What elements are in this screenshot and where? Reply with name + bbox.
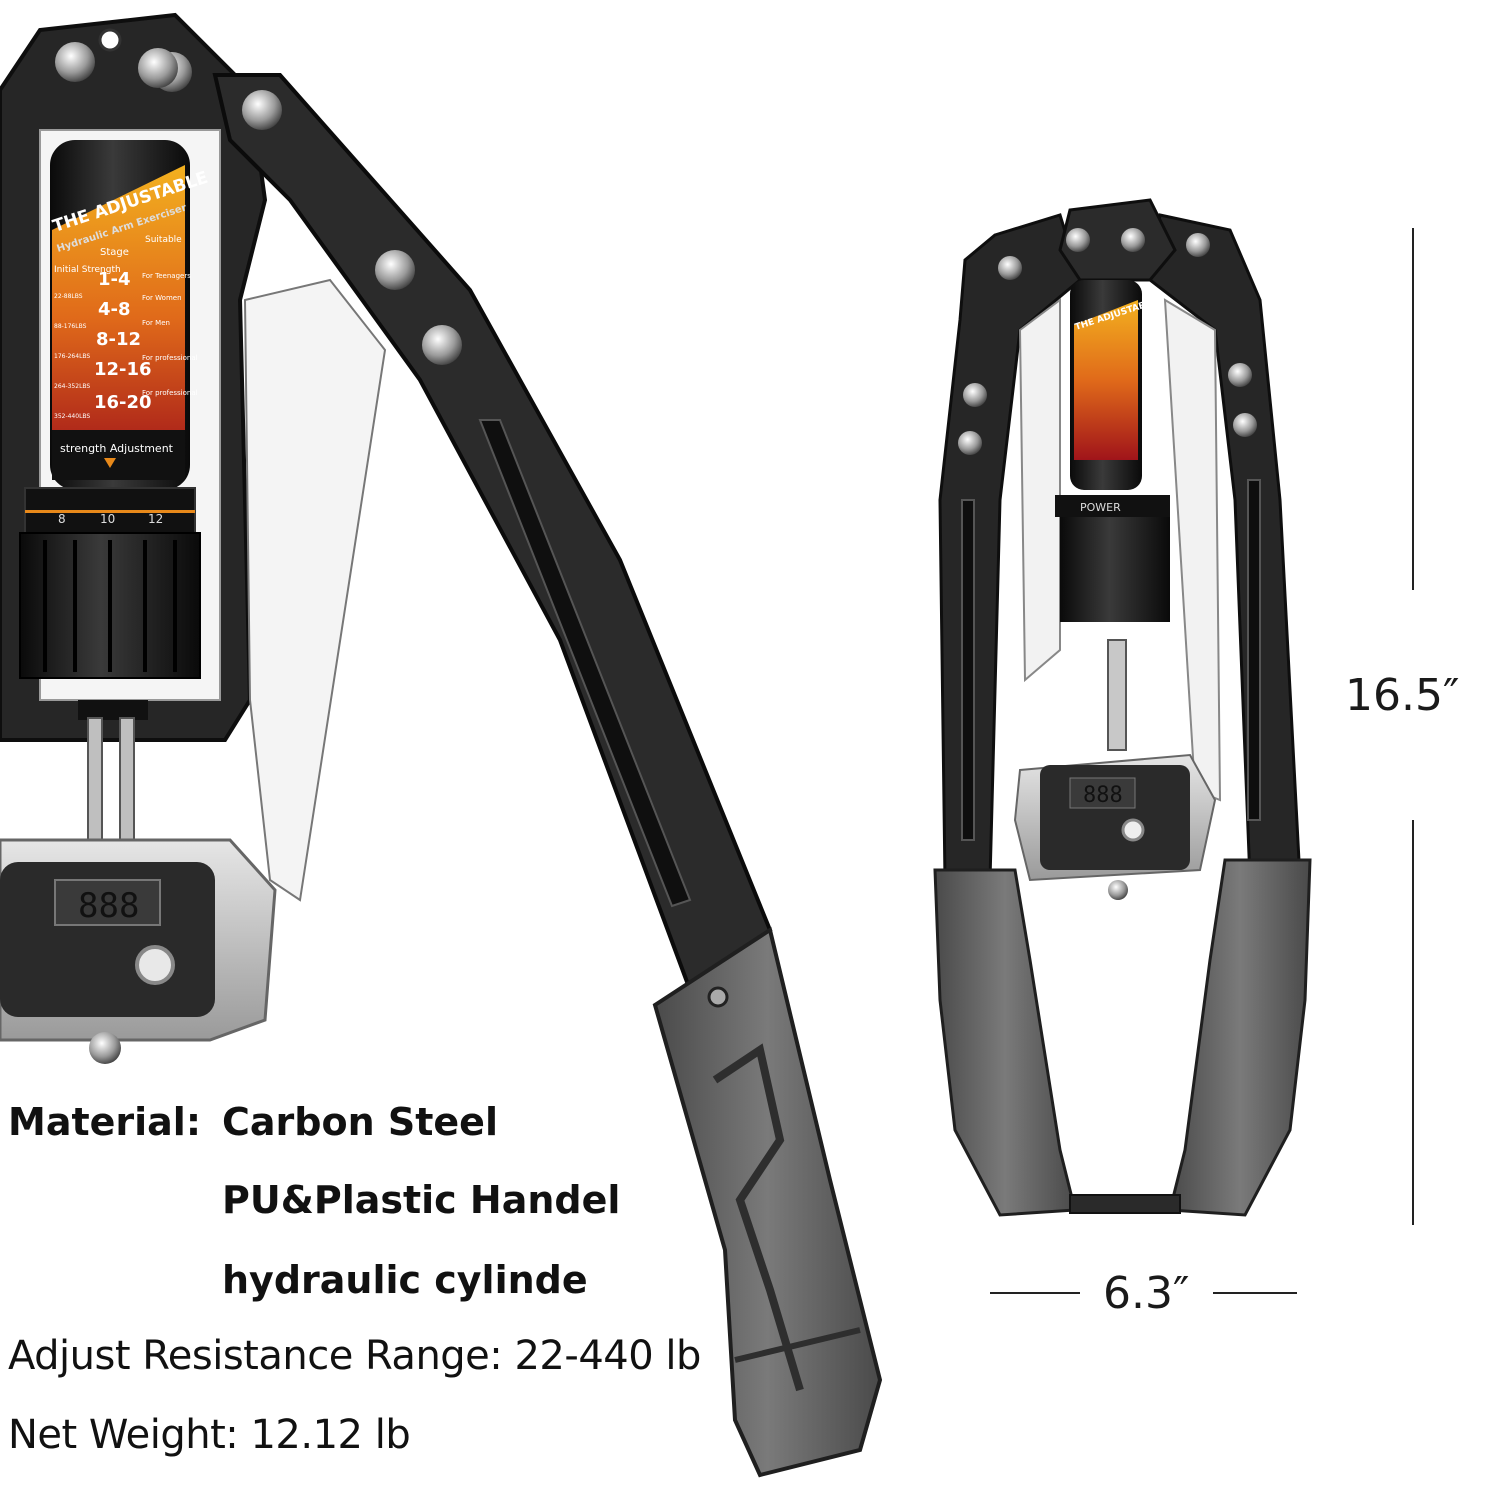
dial-tick-12: 12	[148, 512, 163, 526]
small-slot-right	[1247, 479, 1261, 821]
small-grip-left	[933, 868, 1077, 1217]
net-weight-text: Net Weight: 12.12 lb	[8, 1412, 411, 1458]
small-display-readout: 888	[1083, 783, 1123, 808]
small-digital-display: 888	[1013, 753, 1217, 900]
small-exerciser-image: THE ADJUSTABLE POWER 888	[933, 198, 1312, 1217]
small-label	[1074, 300, 1138, 460]
label-suitable-1: For Teenagers	[142, 272, 191, 280]
small-grip-right	[1168, 858, 1312, 1217]
label-stage-3: 8-12	[96, 329, 141, 350]
grip-screw	[707, 986, 729, 1008]
large-exerciser-image: THE ADJUSTABLE Hydraulic Arm Exerciser S…	[0, 12, 883, 1478]
small-frame-bolts	[958, 228, 1257, 455]
material-cylinder: hydraulic cylinde	[222, 1258, 588, 1302]
cylinder-base	[78, 700, 148, 720]
width-dimension-label: 6.3″	[1103, 1268, 1190, 1319]
display-knob	[89, 1032, 121, 1064]
label-stage-4: 12-16	[94, 359, 152, 380]
small-top-bridge	[1058, 198, 1177, 282]
label-strength-3: 176-264LBS	[54, 353, 90, 360]
label-strength-1: 22-88LBS	[54, 293, 83, 300]
label-col-strength: Initial Strength	[54, 265, 121, 275]
arm-slot	[478, 419, 692, 908]
label-stage-2: 4-8	[98, 299, 131, 320]
small-slot-left	[961, 499, 975, 841]
small-dial-top[interactable]	[1055, 495, 1170, 517]
label-suitable-5: For professional	[142, 389, 198, 397]
label-arrow-icon	[104, 458, 116, 468]
large-digital-display: 888	[0, 838, 277, 1064]
label-col-stage: Stage	[100, 247, 129, 258]
small-inner-plate-right	[1163, 298, 1222, 802]
grip-pattern	[712, 1043, 804, 1392]
label-strength-5: 352-440LBS	[54, 413, 90, 420]
product-label: THE ADJUSTABLE Hydraulic Arm Exerciser S…	[50, 165, 210, 480]
small-bottom-bridge	[1069, 1194, 1181, 1214]
piston-rod-left	[87, 717, 103, 849]
resistance-range-text: Adjust Resistance Range: 22-440 lb	[8, 1333, 701, 1379]
strength-dial[interactable]: 8 10 12	[19, 487, 201, 679]
label-suitable-4: For professional	[142, 354, 198, 362]
dial-tick-10: 10	[100, 512, 115, 526]
label-suitable-3: For Men	[142, 319, 170, 327]
large-display-readout: 888	[78, 886, 139, 926]
small-dial-knurl[interactable]	[1060, 517, 1170, 622]
large-display-button[interactable]	[135, 945, 175, 985]
small-inner-plate-left	[1018, 298, 1061, 683]
dimension-lines	[990, 228, 1414, 1294]
dial-tick-8: 8	[58, 512, 66, 526]
label-stage-1: 1-4	[98, 269, 131, 290]
label-suitable-2: For Women	[142, 294, 182, 302]
height-dimension-label: 16.5″	[1345, 670, 1460, 721]
label-strength-4: 264-352LBS	[54, 383, 90, 390]
piston-rod-right	[119, 717, 135, 849]
material-carbon-steel: Carbon Steel	[222, 1100, 498, 1144]
label-footer: strength Adjustment	[60, 442, 174, 455]
silver-side-plate	[243, 278, 387, 902]
label-col-suitable: Suitable	[145, 235, 182, 245]
label-stage-5: 16-20	[94, 392, 152, 413]
small-dial-power: POWER	[1080, 501, 1121, 514]
frame-bolts	[55, 28, 462, 365]
material-handle: PU&Plastic Handel	[222, 1178, 621, 1222]
large-grip	[652, 926, 883, 1478]
small-display-button[interactable]	[1121, 818, 1145, 842]
small-piston-rod	[1107, 639, 1127, 751]
material-label: Material:	[8, 1100, 202, 1144]
label-strength-2: 88-176LBS	[54, 323, 87, 330]
grip-ridge	[734, 1327, 861, 1363]
